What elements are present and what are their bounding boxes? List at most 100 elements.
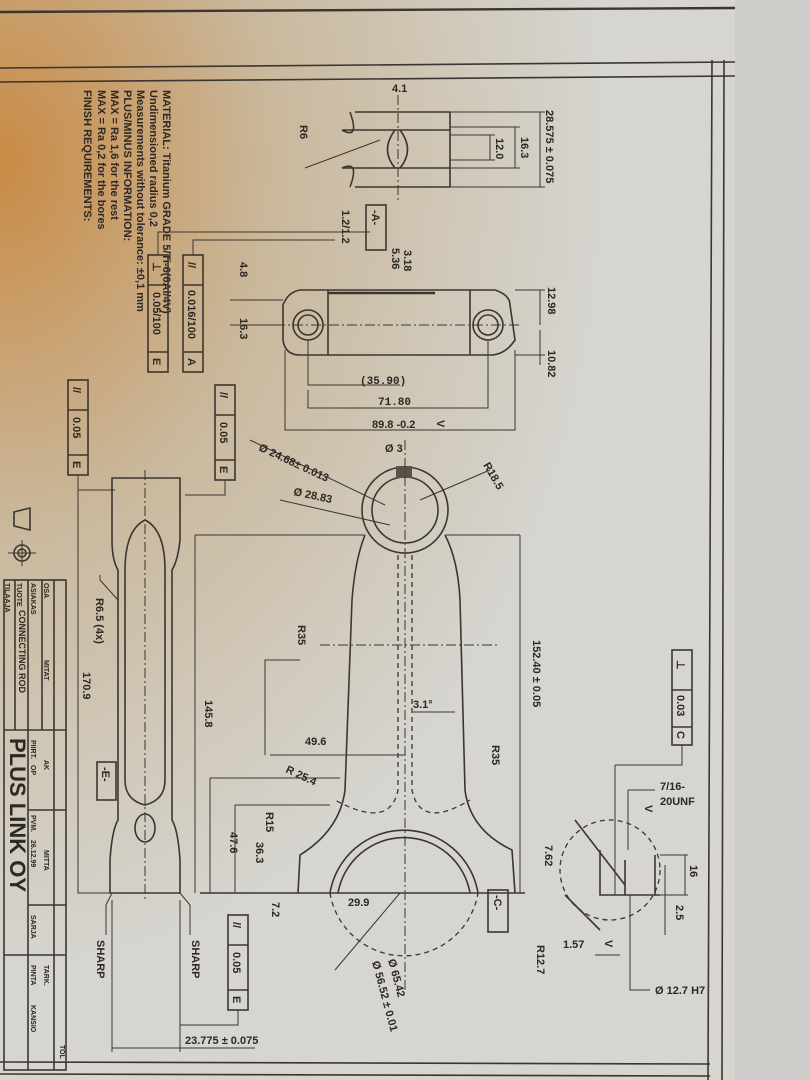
notes-line: PLUS/MINUS INFORMATION: <box>121 90 133 241</box>
dim-170-9: 170.9 <box>80 672 92 700</box>
dim-47-6: 47.6 <box>227 832 239 853</box>
parallelism-symbol: // <box>70 387 82 393</box>
dim-35-90: (35.90) <box>360 376 406 388</box>
radius-r12-7: R12.7 <box>534 945 546 974</box>
dim-2-5: 2.5 <box>673 905 685 920</box>
datum-c-box <box>487 889 509 933</box>
dim-145-8: 145.8 <box>202 700 214 728</box>
dim-12-0: 12.0 <box>493 138 505 159</box>
tolerance-value: 0.03 <box>674 695 686 716</box>
datum-c: -C- <box>491 895 503 911</box>
label-tilaaja: TILAAJA <box>3 583 10 613</box>
notes-line: Undimensioned radius 0,2 <box>147 90 159 227</box>
oil-hole <box>396 466 412 478</box>
parallelism-symbol: // <box>185 262 197 268</box>
radius-r6-5: R6.5 (4x) <box>93 598 105 644</box>
perpendicularity-symbol: ⊥ <box>674 660 686 670</box>
dim-5-36: 5.36 <box>389 248 401 269</box>
notes-line: Measurements without tolerance: ±0,1 mm <box>134 90 146 312</box>
label-ak: AK <box>42 760 49 770</box>
tolerance-datum: E <box>70 461 82 468</box>
datum-e: -E- <box>99 767 111 782</box>
dim-16-3: 16.3 <box>237 318 249 339</box>
v-mark: V <box>434 420 446 428</box>
notes-line: MATERIAL: Titanium GRADE 5/Ti-6(6Al/4V) <box>160 90 172 314</box>
drawing-frame <box>0 6 736 1080</box>
tolerance-datum: E <box>230 996 242 1003</box>
tolerance-value: 0.05 <box>70 417 82 438</box>
label-mitta: MITTA <box>42 850 49 871</box>
title-block: TILAAJA TUOTE ASIAKAS OSA MITAT PIIRT. O… <box>3 579 67 1071</box>
dim-152-40: 152.40 ± 0.05 <box>530 640 542 707</box>
dim-71-80: 71.80 <box>378 397 411 409</box>
detail-view: 7/16- 20UNF 16 2.5 7.62 1.57 R12.7 Ø 12.… <box>534 765 705 997</box>
label-pvm: PVM. <box>29 815 36 832</box>
label-piirt: PIIRT. <box>29 740 36 759</box>
tolerance-frame: // 0.016/100 A <box>182 239 335 373</box>
tolerance-value: 0.016/100 <box>185 290 197 339</box>
section-view: 4.1 R6 12.0 16.3 28.575 ± 0.075 -A- <box>297 83 555 251</box>
dim-89-8: 89.8 -0.2 <box>372 419 415 431</box>
tolerance-frame: ⊥ 0.05/100 E <box>147 231 370 373</box>
projection-symbol-icon <box>8 506 36 566</box>
tolerance-frame: ⊥ 0.03 C <box>615 649 693 766</box>
tolerance-value: 0.05/100 <box>150 292 162 335</box>
date: 26.12.99 <box>29 840 36 867</box>
dim-1-57: 1.57 <box>563 939 584 951</box>
dim-7-2: 7.2 <box>269 902 281 917</box>
tolerance-datum: E <box>150 358 162 365</box>
bore-dia-12-7: Ø 12.7 H7 <box>655 985 705 997</box>
label-pinta: PINTA <box>29 965 36 985</box>
label-asiakas: ASIAKAS <box>29 583 36 615</box>
dim-1-2: 1.2/1.2 <box>339 210 351 244</box>
dim-3-18: 3.18 <box>401 250 413 271</box>
tolerance-frame: // 0.05 E <box>185 384 236 496</box>
label-kansio: KANSIO <box>29 1005 36 1033</box>
dim-7-62: 7.62 <box>542 845 554 866</box>
notes-heading: FINISH REQUIREMENTS: <box>81 90 93 221</box>
cap-view: (35.90) 71.80 89.8 -0.2 V 1.2/1.2 4.8 16… <box>230 210 557 431</box>
datum-e-box <box>96 761 117 801</box>
label-tol: TOL <box>58 1045 65 1060</box>
thread-spec: 7/16- <box>660 781 685 793</box>
radius-r6: R6 <box>297 125 309 139</box>
tolerance-value: 0.05 <box>217 422 229 443</box>
dim-10-82: 10.82 <box>545 350 557 378</box>
angle-3-1: 3.1° <box>413 699 433 711</box>
dim-23-775: 23.775 ± 0.075 <box>185 1035 258 1047</box>
part-name: CONNECTING ROD <box>17 610 27 694</box>
dim-36-3: 36.3 <box>253 842 265 863</box>
rod-side-view: R6.5 (4x) 170.9 -E- SHARP SHARP 23.775 ±… <box>77 470 258 1052</box>
radius-r15: R15 <box>263 812 275 832</box>
label-tuote: TUOTE <box>15 583 22 607</box>
tolerance-datum: E <box>217 466 229 473</box>
notes-line: MAX = Ra 1,6 for the rest <box>108 90 120 220</box>
dim-4-8: 4.8 <box>237 262 249 277</box>
drawn-by: OP <box>29 765 36 775</box>
parallelism-symbol: // <box>217 392 229 398</box>
tolerance-datum: C <box>674 731 686 739</box>
label-tark: TARK. <box>42 965 49 986</box>
datum-a: -A- <box>369 210 381 226</box>
v-mark: V <box>642 805 654 813</box>
dim-29-9: 29.9 <box>348 897 369 909</box>
monitor-bezel <box>735 0 810 1080</box>
oil-hole-dia: Ø 3 <box>385 443 403 455</box>
perpendicularity-symbol: ⊥ <box>150 262 162 272</box>
label-osa: OSA <box>42 583 49 598</box>
finish-notes: FINISH REQUIREMENTS: MAX = Ra 0,2 for th… <box>81 90 172 314</box>
parallelism-symbol: // <box>230 922 242 928</box>
company-name: PLUS LINK OY <box>5 738 30 892</box>
label-mitat: MITAT <box>42 660 49 681</box>
dim-28-575: 28.575 ± 0.075 <box>543 110 555 183</box>
thread-spec-2: 20UNF <box>660 796 695 808</box>
sharp-note: SHARP <box>189 940 201 979</box>
sharp-note: SHARP <box>94 940 106 979</box>
notes-line: MAX = Ra 0,2 for the bores <box>95 90 107 230</box>
dim-49-6: 49.6 <box>305 736 326 748</box>
radius-r35-right: R35 <box>489 745 501 765</box>
label-sarja: SARJA <box>29 915 36 939</box>
dim-12-98: 12.98 <box>545 287 557 315</box>
